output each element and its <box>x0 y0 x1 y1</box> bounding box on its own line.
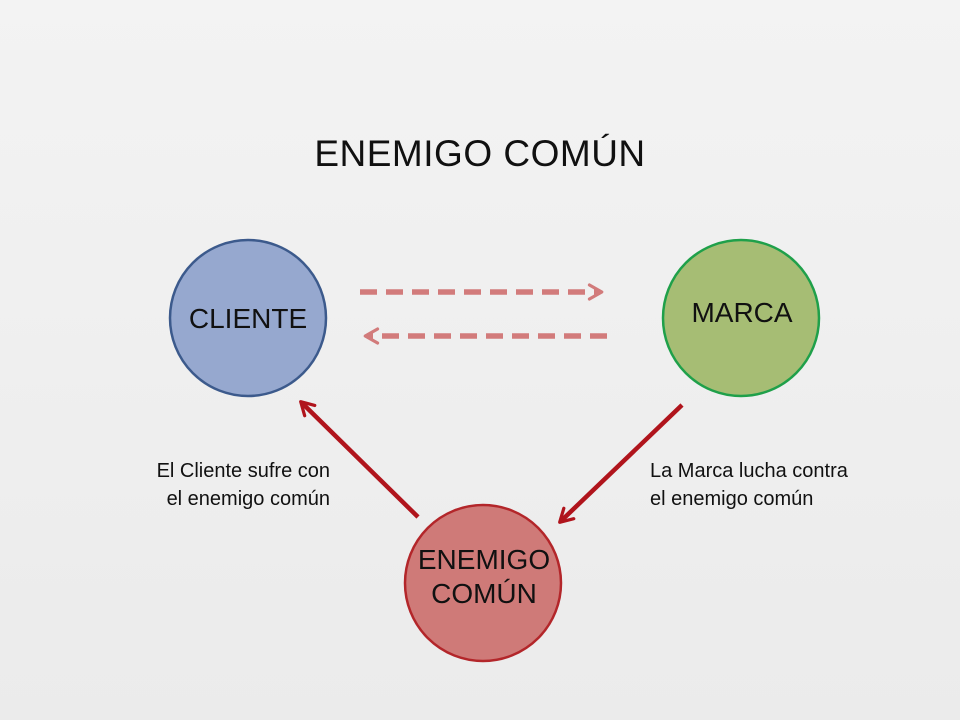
diagram-title: ENEMIGO COMÚN <box>314 133 646 174</box>
caption-marca-lucha: La Marca lucha contra el enemigo común <box>650 460 848 510</box>
node-enemigo-comun-label: ENEMIGO COMÚN <box>417 544 551 609</box>
caption-cliente-sufre: El Cliente sufre con el enemigo común <box>156 460 330 510</box>
node-marca <box>661 238 821 398</box>
node-marca-label: MARCA <box>691 297 793 328</box>
arrow-marca-to-enemigo <box>558 403 684 524</box>
arrow-enemigo-to-cliente <box>299 400 420 519</box>
node-cliente-label: CLIENTE <box>188 303 308 334</box>
node-enemigo-comun <box>403 503 563 663</box>
node-cliente <box>168 238 328 398</box>
